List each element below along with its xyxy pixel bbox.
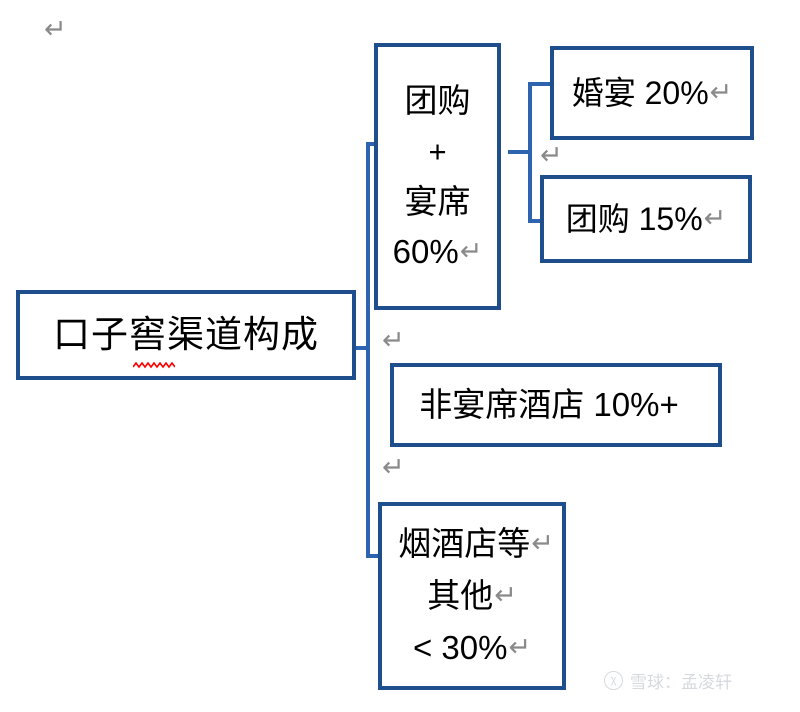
paragraph-mark-icon-wedding: ↵	[709, 76, 733, 108]
paragraph-mark-icon-between-right-boxes: ↵	[540, 140, 563, 171]
node-non-banquet-hotel[interactable]: 非宴席酒店 10%+	[390, 363, 722, 447]
node-non-banquet-hotel-label: 非宴席酒店 10%+	[419, 386, 679, 424]
paragraph-mark-icon-other-2: ↵	[494, 580, 517, 612]
node-root-label: 口子窖渠道构成	[53, 313, 319, 355]
spellcheck-underline	[133, 362, 175, 369]
paragraph-mark-icon-groupbuy: ↵	[703, 202, 727, 234]
paragraph-mark-icon-right-of-root: ↵	[382, 325, 405, 356]
node-other-line-2-wrap: 其他 ↵	[427, 577, 517, 615]
node-group-banquet-line-4-wrap: 60% ↵	[393, 233, 483, 271]
node-other-line-2: 其他	[427, 577, 494, 615]
watermark-text: 雪球：孟凌轩	[630, 673, 732, 692]
node-group-banquet-line-2: +	[428, 133, 447, 169]
node-group-banquet-line-4: 60%	[392, 233, 459, 271]
paragraph-mark-icon-group-banquet: ↵	[459, 236, 483, 268]
node-groupbuy-label: 团购 15%	[565, 200, 703, 237]
node-group-banquet-line-3: 宴席	[404, 183, 471, 221]
node-groupbuy[interactable]: 团购 15% ↵	[540, 175, 752, 263]
node-wedding-line-wrap: 婚宴 20% ↵	[572, 75, 733, 112]
paragraph-mark-icon-below-hotel: ↵	[382, 452, 405, 483]
node-other-line-1: 烟酒店等	[398, 525, 531, 563]
node-other-line-1-wrap: 烟酒店等 ↵	[398, 525, 554, 563]
paragraph-mark-icon-other-1: ↵	[531, 528, 554, 560]
node-wedding-label: 婚宴 20%	[571, 74, 709, 111]
node-other[interactable]: 烟酒店等 ↵ 其他 ↵ < 30% ↵	[378, 502, 566, 690]
node-group-banquet[interactable]: 团购 + 宴席 60% ↵	[374, 43, 501, 310]
node-root[interactable]: 口子窖渠道构成	[16, 290, 356, 380]
xueqiu-logo-icon: χ	[604, 671, 623, 690]
node-other-line-3: < 30%	[412, 628, 508, 666]
watermark: χ 雪球：孟凌轩	[604, 668, 732, 693]
node-other-line-3-wrap: < 30% ↵	[413, 629, 531, 667]
paragraph-mark-icon-other-3: ↵	[508, 631, 532, 663]
paragraph-mark-icon-top-left: ↵	[44, 14, 67, 45]
node-groupbuy-line-wrap: 团购 15% ↵	[566, 201, 727, 238]
node-wedding[interactable]: 婚宴 20% ↵	[550, 46, 754, 140]
node-group-banquet-line-1: 团购	[404, 81, 471, 119]
